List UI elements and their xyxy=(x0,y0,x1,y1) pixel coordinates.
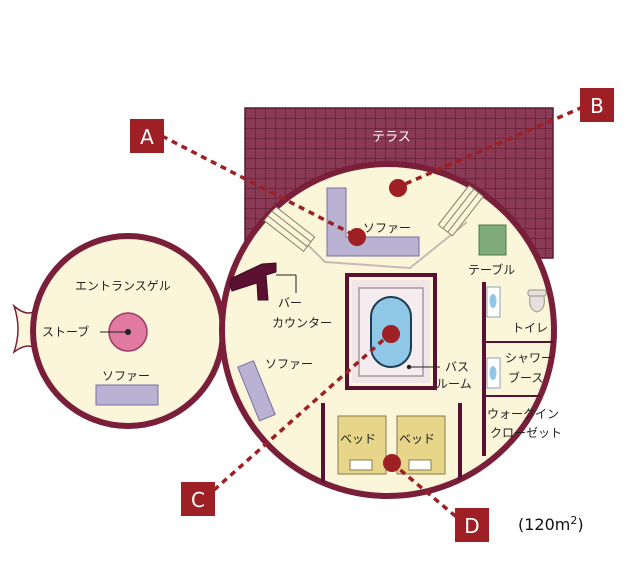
bar-counter xyxy=(227,262,277,301)
toilet-tank xyxy=(527,289,547,297)
marker-b-label: B xyxy=(590,94,604,118)
left-sofa xyxy=(237,360,276,422)
marker-a-line xyxy=(161,134,357,238)
marker-b-line xyxy=(397,105,584,189)
bath-label-line2: ルーム xyxy=(436,377,472,391)
marker-d-label: D xyxy=(464,514,479,538)
top-sofa-label: ソファー xyxy=(363,221,411,235)
marker-b-dot[interactable] xyxy=(389,179,407,197)
marker-a-box[interactable] xyxy=(130,119,164,153)
bed-right-pillow xyxy=(408,459,432,471)
toilet-bowl xyxy=(529,295,545,313)
bar-label-line2: カウンター xyxy=(272,316,332,330)
bathroom-wall xyxy=(345,273,437,390)
shower-label-line2: ブース xyxy=(508,370,543,385)
bath-leader-dot xyxy=(406,364,412,370)
closet-label-line2: クローゼット xyxy=(490,426,562,440)
bed-left xyxy=(337,415,387,475)
area-label: (120m2) xyxy=(518,514,584,534)
bed-left-label: ベッド xyxy=(340,432,376,446)
closet-label-line1: ウォークイン xyxy=(487,407,559,421)
marker-d-dot[interactable] xyxy=(383,454,401,472)
marker-d-box[interactable] xyxy=(455,508,489,542)
bed-left-pillow xyxy=(349,459,373,471)
shower-label-line1: シャワー xyxy=(505,351,553,365)
area-suffix: ) xyxy=(577,515,583,534)
marker-c-box[interactable] xyxy=(181,482,215,516)
stove-center-dot xyxy=(125,329,131,335)
entrance-ger-label: エントランスゲル xyxy=(75,279,171,293)
marker-a-dot[interactable] xyxy=(348,228,366,246)
marker-c-dot[interactable] xyxy=(382,325,400,343)
marker-b-box[interactable] xyxy=(580,88,614,122)
entrance-sofa xyxy=(95,384,159,406)
table-label: テーブル xyxy=(468,262,515,277)
area-prefix: (120m xyxy=(518,515,570,534)
left-sofa-label: ソファー xyxy=(265,357,313,371)
bath-label-line1: バス xyxy=(445,360,469,374)
area-sup: 2 xyxy=(570,514,577,527)
entrance-sofa-label: ソファー xyxy=(102,369,150,383)
terrace-label: テラス xyxy=(372,130,411,145)
bed-right-label: ベッド xyxy=(399,432,435,446)
bar-label-line1: バー xyxy=(278,296,302,310)
marker-c-label: C xyxy=(191,488,205,512)
table xyxy=(478,224,507,256)
upper-left-bench xyxy=(263,205,316,252)
toilet-label: トイレ xyxy=(512,321,548,335)
shower-basin xyxy=(489,366,497,380)
stove-label: ストーブ xyxy=(42,324,89,339)
toilet-sink-basin xyxy=(489,294,497,308)
marker-a-label: A xyxy=(140,125,154,149)
marker-d-line xyxy=(390,461,462,522)
upper-right-bench xyxy=(437,184,484,237)
